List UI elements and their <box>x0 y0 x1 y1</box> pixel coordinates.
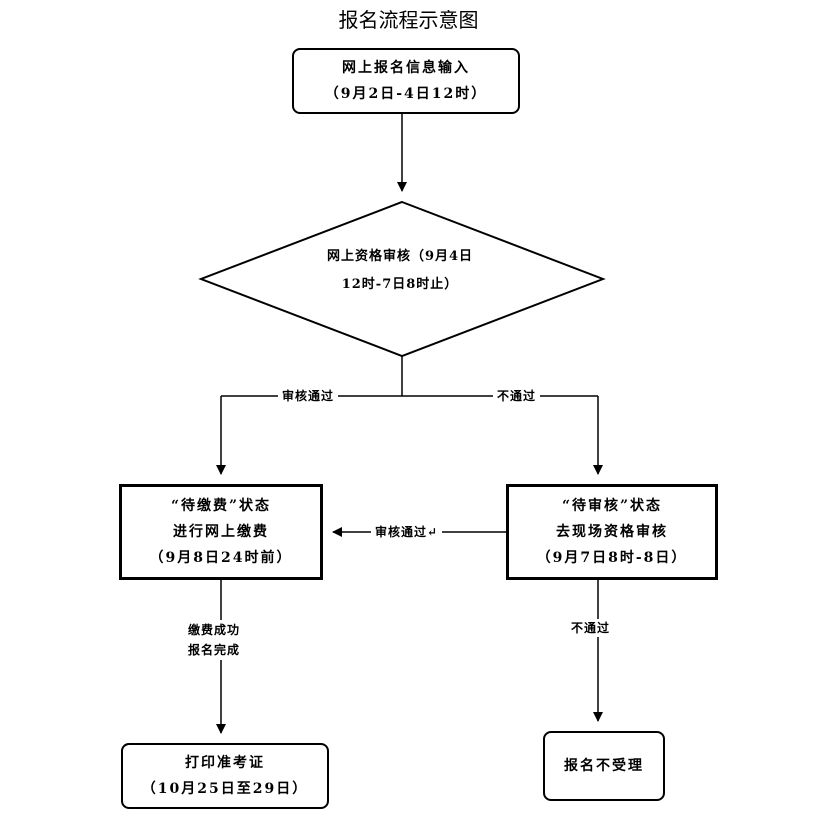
node-not-accepted-line1: 报名不受理 <box>564 758 644 774</box>
edge-label-not-passed: 不通过 <box>493 387 541 405</box>
node-pending-payment-line2: 进行网上缴费 <box>173 524 269 540</box>
edge-label-onsite-not-passed: 不通过 <box>567 619 615 637</box>
node-online-input-line2: （9月2日-4日12时） <box>324 86 488 102</box>
node-pending-review: “待审核”状态 去现场资格审核 （9月7日8时-8日） <box>506 484 718 580</box>
edge-label-review-passed: 审核通过 <box>278 387 339 405</box>
edge-label-payment-success: 缴费成功 报名完成 <box>184 620 245 660</box>
node-pending-review-line2: 去现场资格审核 <box>556 524 668 540</box>
node-pending-review-line3: （9月7日8时-8日） <box>536 550 688 566</box>
page-title: 报名流程示意图 <box>338 8 479 32</box>
node-print-admission-line2: （10月25日至29日） <box>141 781 309 797</box>
edge-label-payment-success-line2: 报名完成 <box>188 643 241 657</box>
edge-label-payment-success-line1: 缴费成功 <box>188 623 241 637</box>
node-print-admission-line1: 打印准考证 <box>185 755 265 771</box>
node-pending-payment: “待缴费”状态 进行网上缴费 （9月8日24时前） <box>119 484 323 580</box>
node-online-input-line1: 网上报名信息输入 <box>342 60 470 76</box>
edge-label-onsite-passed: 审核通过↵ <box>371 523 443 541</box>
node-qualification-review-line2: 12时-7日8时止） <box>341 277 459 292</box>
node-pending-payment-line1: “待缴费”状态 <box>170 498 272 514</box>
node-pending-review-line1: “待审核”状态 <box>561 498 663 514</box>
node-online-input: 网上报名信息输入 （9月2日-4日12时） <box>292 48 520 114</box>
node-not-accepted: 报名不受理 <box>543 731 665 801</box>
node-qualification-review-line1: 网上资格审核（9月4日 <box>326 249 474 264</box>
node-pending-payment-line3: （9月8日24时前） <box>149 550 293 566</box>
node-print-admission: 打印准考证 （10月25日至29日） <box>121 743 329 809</box>
node-qualification-review: 网上资格审核（9月4日 12时-7日8时止） <box>300 243 500 299</box>
